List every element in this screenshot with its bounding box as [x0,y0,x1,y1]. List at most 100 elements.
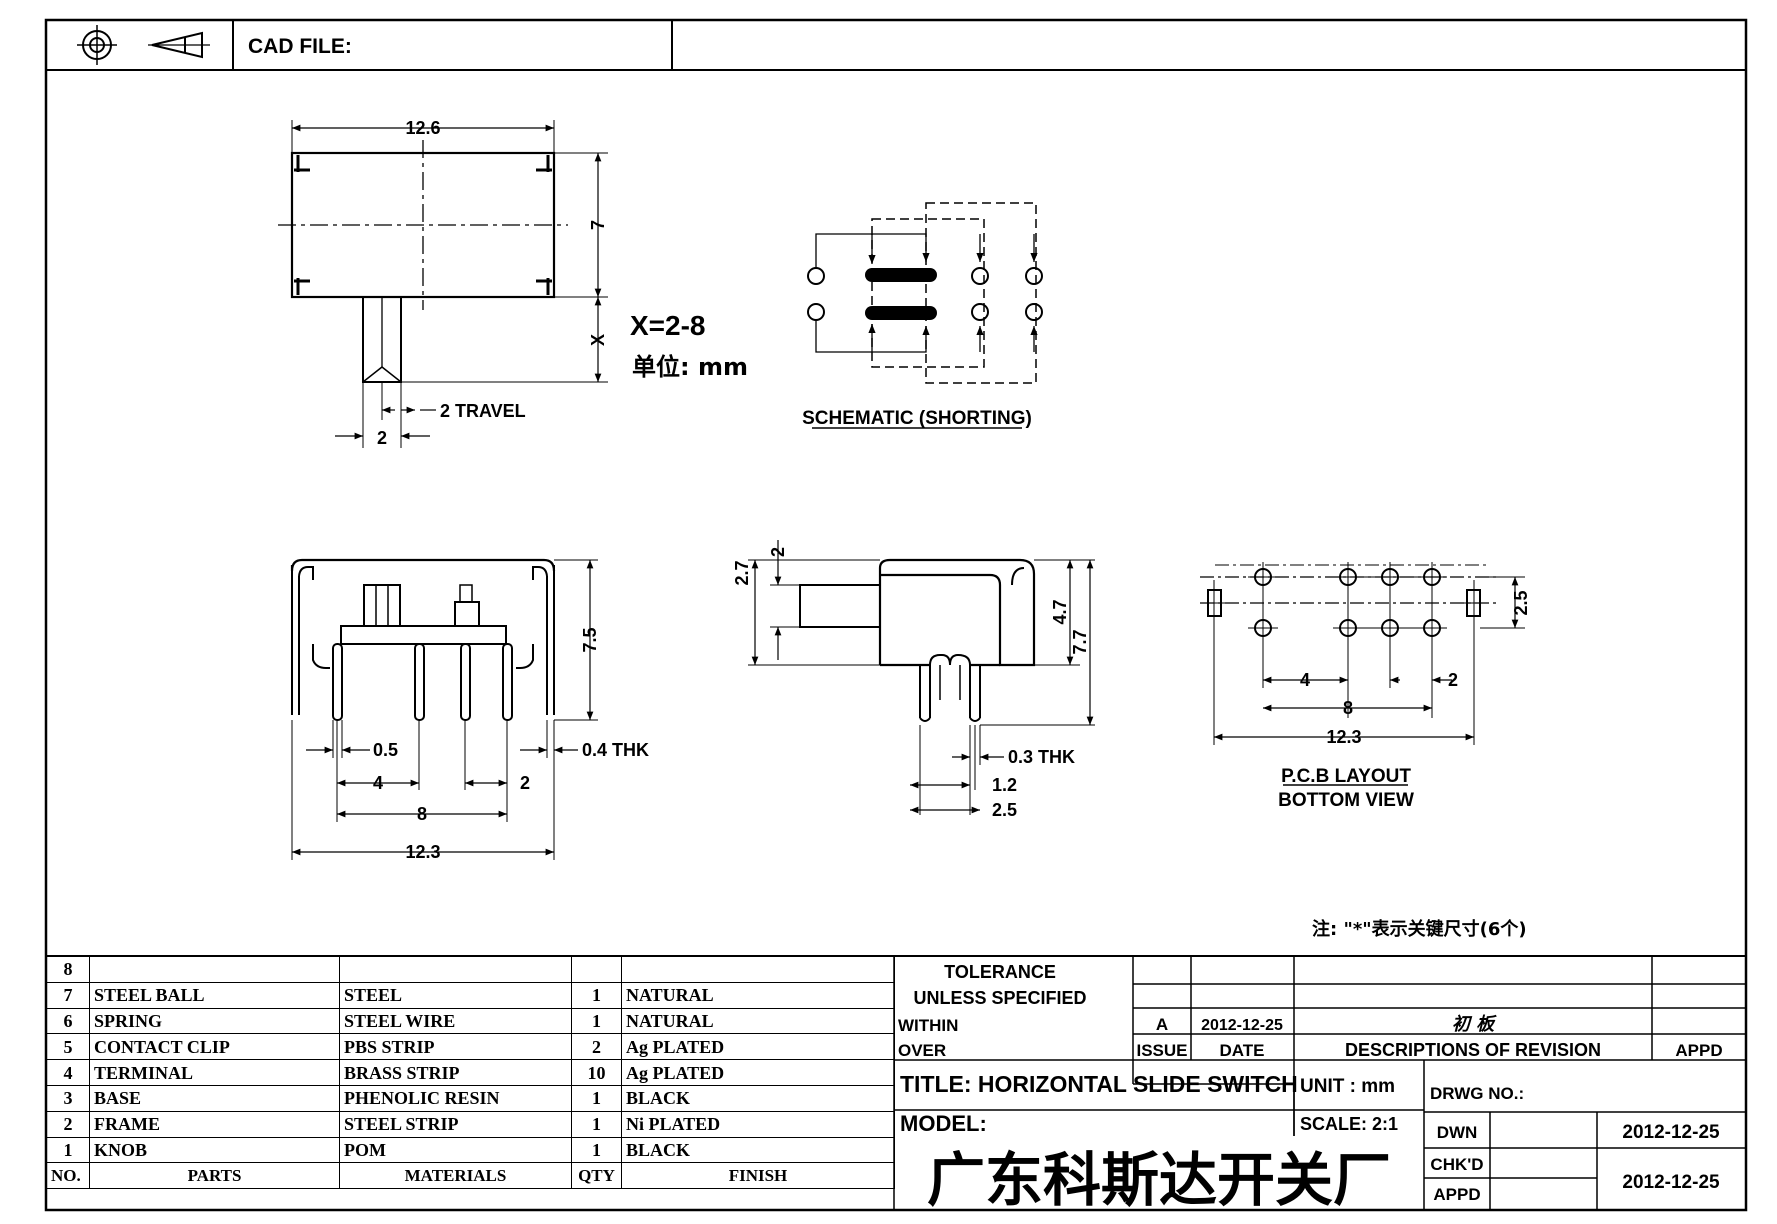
dim-side-2-7: 2.7 [732,560,752,585]
bom-cell-material: BRASS STRIP [339,1059,572,1086]
chk-date: 2012-12-25 [1622,1172,1720,1193]
descriptions-of-revision-label: DESCRIPTIONS OF REVISION [1345,1040,1601,1060]
dim-front-span-8: 8 [417,804,427,824]
unit-label: 单位: mm [632,353,748,381]
dim-side-2-5: 2.5 [992,800,1017,820]
bom-cell-material: PHENOLIC RESIN [339,1084,572,1112]
tolerance-line-1: TOLERANCE [944,962,1056,982]
bom-cell-material: STEEL [339,981,572,1009]
bom-cell-material [339,956,572,983]
dim-top-height: 7 [588,220,608,230]
schematic-diagram [807,202,1043,429]
tolerance-over: OVER [898,1041,946,1060]
chkd-label: CHK'D [1430,1155,1483,1174]
drawing-number-label: DRWG NO.: [1430,1084,1524,1103]
tolerance-within: WITHIN [898,1016,958,1035]
bom-cell-material: STEEL STRIP [339,1110,572,1138]
dim-lever-x: X [588,334,608,346]
dim-front-overall: 12.3 [405,842,440,862]
sheet-border [44,18,1748,1212]
pcb-caption-2: BOTTOM VIEW [1278,790,1414,811]
bom-cell-qty: 1 [571,1007,622,1035]
bom-header-qty: QTY [571,1162,622,1190]
front-view [290,558,598,860]
third-angle-projection-icon [77,25,210,65]
dim-front-pitch-small: 0.5 [373,740,398,760]
bom-cell-finish: Ag PLATED [621,1059,895,1086]
pcb-layout [1200,562,1525,786]
side-view [748,540,1095,815]
bom-header-material: MATERIALS [339,1162,572,1190]
bom-cell-part: KNOB [89,1136,340,1164]
bom-row: 8 [46,956,895,983]
dim-front-thickness: 0.4 THK [582,740,649,760]
dim-travel: 2 [377,428,387,448]
schematic-caption: SCHEMATIC (SHORTING) [802,408,1032,429]
dwn-date: 2012-12-25 [1622,1122,1720,1143]
bom-cell-qty: 1 [571,981,622,1009]
bom-cell-finish [621,956,895,983]
dim-side-thickness: 0.3 THK [1008,747,1075,767]
appd-label: APPD [1433,1185,1480,1204]
dim-front-height: 7.5 [580,627,600,652]
travel-label: 2 TRAVEL [440,401,526,421]
cad-file-label: CAD FILE: [248,35,352,58]
bom-cell-qty: 10 [571,1059,622,1086]
bom-cell-part: BASE [89,1084,340,1112]
revision-appd-label: APPD [1675,1041,1722,1060]
revision-description: 初 板 [1452,1014,1497,1035]
dim-pcb-2-5: 2.5 [1511,590,1531,615]
bom-cell-qty: 1 [571,1110,622,1138]
bom-cell-no: 1 [46,1136,90,1164]
bom-cell-finish: Ag PLATED [621,1033,895,1061]
dim-side-7-7: 7.7 [1070,629,1090,654]
bom-cell-part: SPRING [89,1007,340,1035]
bom-cell-finish: Ni PLATED [621,1110,895,1138]
bom-cell-finish: BLACK [621,1136,895,1164]
bom-cell-material: POM [339,1136,572,1164]
bom-cell-qty [571,956,622,983]
bom-cell-material: PBS STRIP [339,1033,572,1061]
dim-pcb-2: 2 [1448,670,1458,690]
bom-cell-part: TERMINAL [89,1059,340,1086]
date-label: DATE [1219,1041,1264,1060]
top-view [278,120,608,448]
bom-cell-no: 5 [46,1033,90,1061]
bom-cell-qty: 1 [571,1136,622,1164]
issue-date: 2012-12-25 [1201,1017,1283,1034]
drawing-title: TITLE: HORIZONTAL SLIDE SWITCH [900,1071,1298,1097]
bom-cell-material: STEEL WIRE [339,1007,572,1035]
dim-side-4-7: 4.7 [1050,599,1070,624]
bom-cell-no: 4 [46,1059,90,1086]
bom-cell-no: 3 [46,1084,90,1112]
dim-pcb-4: 4 [1300,670,1310,690]
dwn-label: DWN [1437,1123,1478,1142]
bom-cell-no: 8 [46,956,90,983]
pcb-caption-1: P.C.B LAYOUT [1281,766,1411,787]
bom-header-no: NO. [46,1162,90,1190]
bom-cell-part [89,956,340,983]
scale-field: SCALE: 2:1 [1300,1114,1398,1134]
bom-cell-finish: NATURAL [621,1007,895,1035]
dim-pcb-8: 8 [1343,698,1353,718]
bom-cell-finish: NATURAL [621,981,895,1009]
unit-field: UNIT : mm [1300,1076,1395,1097]
bom-cell-part: FRAME [89,1110,340,1138]
bom-cell-qty: 2 [571,1033,622,1061]
company-name: 广东科斯达开关厂 [927,1146,1391,1214]
dim-pcb-12-3: 12.3 [1326,727,1361,747]
issue-label: ISSUE [1136,1041,1187,1060]
bom-cell-part: STEEL BALL [89,981,340,1009]
header-block: CAD FILE: [45,19,673,71]
issue-letter: A [1156,1015,1168,1034]
bom-header-finish: FINISH [621,1162,895,1190]
bom-cell-no: 7 [46,981,90,1009]
